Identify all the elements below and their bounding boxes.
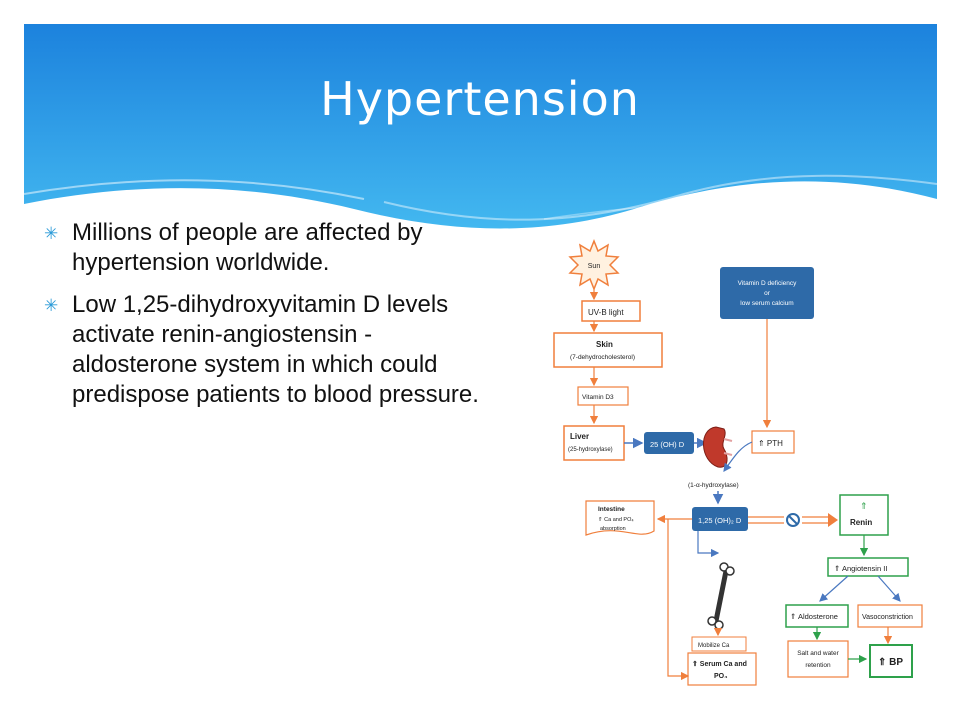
vitamin-d-deficiency-box: Vitamin D deficiency or low serum calciu… <box>720 267 814 319</box>
renin-box: ⇑ Renin <box>839 494 889 536</box>
liver-box: Liver (25-hydroxylase) <box>563 425 625 461</box>
svg-text:(7-dehydrocholesterol): (7-dehydrocholesterol) <box>570 354 635 361</box>
svg-text:Skin: Skin <box>596 340 613 349</box>
svg-text:25 (OH) D: 25 (OH) D <box>650 440 685 449</box>
angiotensin-box: ⇑ Angiotensin II <box>827 557 909 577</box>
svg-text:Intestine: Intestine <box>598 506 625 513</box>
intestine-box: Intestine ⇑ Ca and PO₄ absorption <box>585 500 655 536</box>
svg-text:Salt and water: Salt and water <box>797 650 839 657</box>
1-25-oh2-d-box: 1,25 (OH)₂ D <box>692 507 748 531</box>
sun-label: Sun <box>588 263 601 270</box>
pth-box: ⇑ PTH <box>751 430 795 454</box>
svg-text:⇑ BP: ⇑ BP <box>878 657 903 668</box>
title-banner <box>23 24 938 234</box>
svg-text:Vitamin D deficiency: Vitamin D deficiency <box>738 280 798 287</box>
bullet-item: ✳ Millions of people are affected by hyp… <box>44 218 484 278</box>
sun-icon: Sun <box>568 238 620 292</box>
svg-text:Mobilize Ca: Mobilize Ca <box>698 643 730 649</box>
hydroxylase-label: (1-α-hydroxylase) <box>688 482 739 489</box>
asterisk-bullet-icon: ✳ <box>44 296 59 315</box>
25-oh-d-box: 25 (OH) D <box>644 432 694 454</box>
svg-text:Liver: Liver <box>570 432 589 441</box>
svg-text:⇑: ⇑ <box>860 501 868 511</box>
svg-text:UV-B light: UV-B light <box>588 308 624 317</box>
bullet-text: Low 1,25-dihydroxyvitamin D levels activ… <box>72 291 479 408</box>
salt-water-box: Salt and water retention <box>787 640 849 678</box>
vasoconstriction-box: Vasoconstriction <box>857 604 923 628</box>
bullet-list: ✳ Millions of people are affected by hyp… <box>44 218 484 422</box>
inhibition-icon <box>786 513 800 527</box>
svg-text:retention: retention <box>805 662 831 669</box>
svg-text:⇑ Serum Ca and: ⇑ Serum Ca and <box>692 660 747 668</box>
svg-text:⇑ Ca and PO₄: ⇑ Ca and PO₄ <box>598 516 634 523</box>
bone-icon <box>707 562 735 630</box>
svg-text:absorption: absorption <box>600 526 626 532</box>
svg-text:or: or <box>764 290 771 297</box>
vitamin-d3-box: Vitamin D3 <box>577 386 629 406</box>
bp-box: ⇑ BP <box>869 644 913 678</box>
uvb-box: UV-B light <box>581 300 641 322</box>
svg-text:1,25 (OH)₂ D: 1,25 (OH)₂ D <box>698 516 742 525</box>
svg-text:low serum calcium: low serum calcium <box>740 300 793 307</box>
svg-text:PO₄: PO₄ <box>714 673 727 680</box>
serum-ca-box: ⇑ Serum Ca and PO₄ <box>687 652 757 686</box>
svg-text:Renin: Renin <box>850 518 872 527</box>
wave-background <box>23 24 938 229</box>
svg-text:⇑ PTH: ⇑ PTH <box>758 439 783 448</box>
vitamin-d-pathway-diagram: Sun UV-B light Skin (7-dehydrocholestero… <box>548 231 928 691</box>
slide-title: Hypertension <box>320 72 640 126</box>
mobilize-ca-box: Mobilize Ca <box>691 636 747 652</box>
aldosterone-box: ⇑ Aldosterone <box>785 604 849 628</box>
bullet-text: Millions of people are affected by hyper… <box>72 219 423 276</box>
asterisk-bullet-icon: ✳ <box>44 224 59 243</box>
kidney-icon <box>703 426 733 468</box>
svg-text:(25-hydroxylase): (25-hydroxylase) <box>568 447 613 453</box>
svg-text:Vitamin D3: Vitamin D3 <box>582 394 614 401</box>
svg-text:Vasoconstriction: Vasoconstriction <box>862 614 913 621</box>
skin-box: Skin (7-dehydrocholesterol) <box>553 332 663 368</box>
bullet-item: ✳ Low 1,25-dihydroxyvitamin D levels act… <box>44 290 484 410</box>
svg-text:⇑ Angiotensin II: ⇑ Angiotensin II <box>834 564 887 573</box>
svg-text:⇑ Aldosterone: ⇑ Aldosterone <box>790 612 838 621</box>
